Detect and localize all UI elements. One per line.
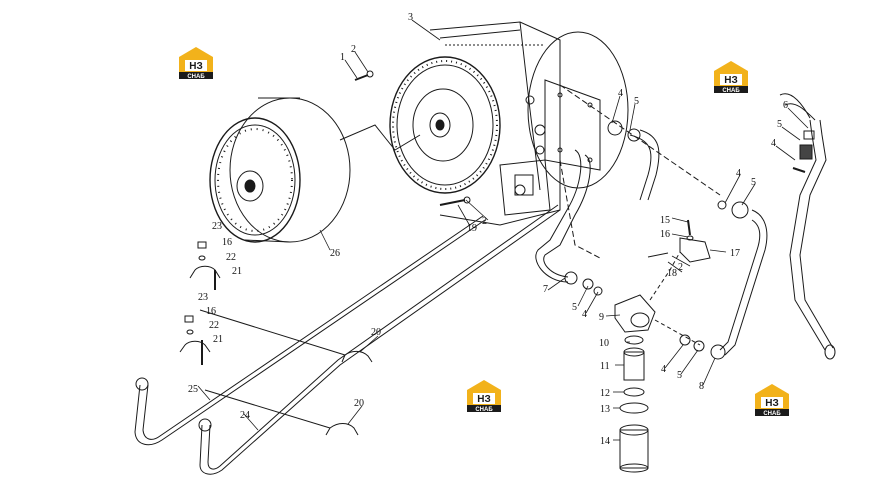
callout-16: 16 (206, 306, 216, 317)
callout-26: 26 (330, 248, 340, 259)
callout-20: 20 (371, 327, 381, 338)
logo-mark: НЗ (724, 75, 738, 86)
logo-mark: НЗ (477, 394, 491, 405)
callout-24: 24 (240, 410, 250, 421)
callout-3: 3 (408, 12, 413, 23)
filter-assembly (614, 200, 727, 473)
clamp-parts (179, 70, 471, 436)
torque-converter (209, 97, 421, 243)
callout-5: 5 (677, 370, 682, 381)
callout-7: 7 (543, 284, 548, 295)
callout-10: 10 (599, 338, 609, 349)
right-return-pipe (779, 93, 836, 360)
callout-5: 5 (572, 302, 577, 313)
callout-21: 21 (213, 334, 223, 345)
logo-caption: СНАБ (722, 88, 740, 94)
logo-caption: СНАБ (475, 407, 493, 413)
logo-mark: НЗ (765, 398, 779, 409)
callout-6: 6 (783, 100, 788, 111)
callout-21: 21 (232, 266, 242, 277)
long-pipe-25 (134, 215, 486, 446)
callout-5: 5 (777, 119, 782, 130)
transmission-housing (389, 21, 721, 259)
callout-4: 4 (582, 309, 587, 320)
callout-labels: 3 1 2 4 5 6 5 4 4 5 26 19 2 23 16 22 21 … (188, 12, 788, 447)
callout-4: 4 (618, 88, 623, 99)
callout-12: 12 (600, 388, 610, 399)
callout-4: 4 (661, 364, 666, 375)
callout-14: 14 (600, 436, 610, 447)
callout-leaders (197, 19, 809, 441)
watermark-logo: НЗ СНАБ (467, 380, 501, 413)
callout-1: 1 (340, 52, 345, 63)
callout-13: 13 (600, 404, 610, 415)
callout-17: 17 (730, 248, 740, 259)
callout-19: 19 (467, 223, 477, 234)
callout-16: 16 (660, 229, 670, 240)
callout-2: 2 (482, 216, 487, 227)
watermark-logo: НЗ СНАБ (714, 61, 748, 94)
callout-4: 4 (771, 138, 776, 149)
callout-9: 9 (599, 312, 604, 323)
logo-caption: СНАБ (187, 74, 205, 80)
callout-15: 15 (660, 215, 670, 226)
callout-4: 4 (736, 168, 741, 179)
callout-20: 20 (354, 398, 364, 409)
callout-11: 11 (600, 361, 610, 372)
cooler-line (535, 120, 660, 296)
callout-16: 16 (222, 237, 232, 248)
callout-22: 22 (209, 320, 219, 331)
callout-23: 23 (212, 221, 222, 232)
callout-18: 18 (667, 268, 677, 279)
callout-8: 8 (699, 381, 704, 392)
callout-23: 23 (198, 292, 208, 303)
callout-2: 2 (351, 44, 356, 55)
callout-5: 5 (634, 96, 639, 107)
callout-25: 25 (188, 384, 198, 395)
callout-22: 22 (226, 252, 236, 263)
callout-5: 5 (751, 177, 756, 188)
logo-caption: СНАБ (763, 411, 781, 417)
callout-2: 2 (678, 262, 683, 273)
long-pipe-24 (198, 204, 561, 475)
watermark-logo: НЗ СНАБ (755, 384, 789, 417)
logo-mark: НЗ (189, 61, 203, 72)
watermark-logo: НЗ СНАБ (179, 47, 213, 80)
pipe-8 (710, 201, 768, 360)
